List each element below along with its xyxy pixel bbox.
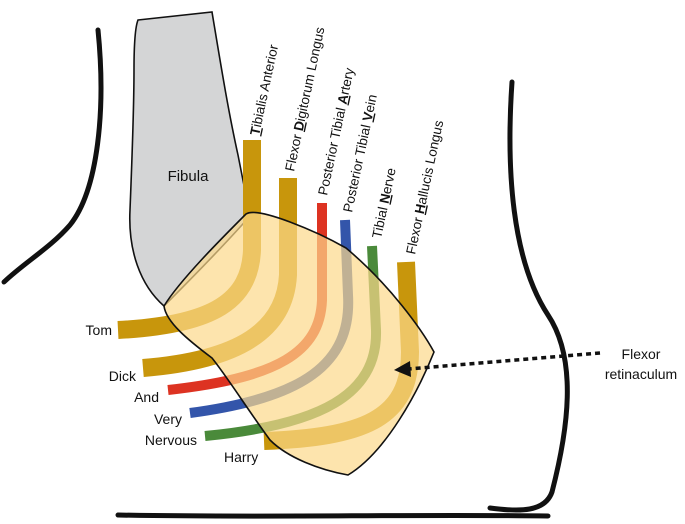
- label-key-letter: N: [377, 192, 394, 205]
- mnemonic-dick: Dick: [109, 368, 137, 384]
- mnemonic-tom: Tom: [86, 322, 112, 338]
- label-flexor-hallucis-longus: Flexor Hallucis Longus: [403, 119, 446, 256]
- flexor-retinaculum: [163, 211, 435, 476]
- label-key-letter: A: [335, 93, 352, 106]
- label-rest: allucis Longus: [414, 119, 447, 206]
- label-rest: erve: [379, 167, 399, 196]
- label-key-letter: D: [291, 119, 308, 132]
- leg-outline-bottom: [115, 512, 551, 519]
- mnemonic-and: And: [134, 389, 159, 405]
- label-rest: igitorum Longus: [293, 25, 328, 122]
- label-prefix: Flexor: [282, 129, 305, 172]
- label-prefix: Flexor: [403, 212, 426, 255]
- label-key-letter: T: [247, 125, 264, 137]
- mnemonic-nervous: Nervous: [145, 432, 197, 448]
- retinaculum-label-line2: retinaculum: [605, 366, 677, 382]
- label-flexor-digitorum-longus: Flexor Digitorum Longus: [282, 25, 327, 172]
- label-rest: ibialis Anterior: [249, 43, 281, 129]
- mnemonic-very: Very: [154, 411, 182, 427]
- leg-outline-left: [1, 27, 104, 285]
- label-prefix: Posterior Tibial: [315, 102, 349, 196]
- label-tibial-nerve: Tibial Nerve: [369, 167, 399, 240]
- label-prefix: Posterior Tibial: [340, 119, 374, 213]
- mnemonic-harry: Harry: [224, 449, 258, 465]
- retinaculum-arrowhead: [394, 361, 411, 377]
- label-tibialis-anterior: Tibialis Anterior: [247, 43, 281, 137]
- label-key-letter: H: [412, 203, 429, 216]
- label-rest: rtery: [337, 66, 357, 96]
- label-rest: ein: [361, 93, 379, 114]
- label-key-letter: V: [360, 111, 377, 123]
- retinaculum-label-line1: Flexor: [622, 346, 661, 362]
- leg-outline-right: [487, 79, 570, 513]
- label-prefix: Tibial: [369, 202, 391, 240]
- fibula-label: Fibula: [168, 168, 210, 185]
- retinaculum-arrow: [407, 351, 601, 371]
